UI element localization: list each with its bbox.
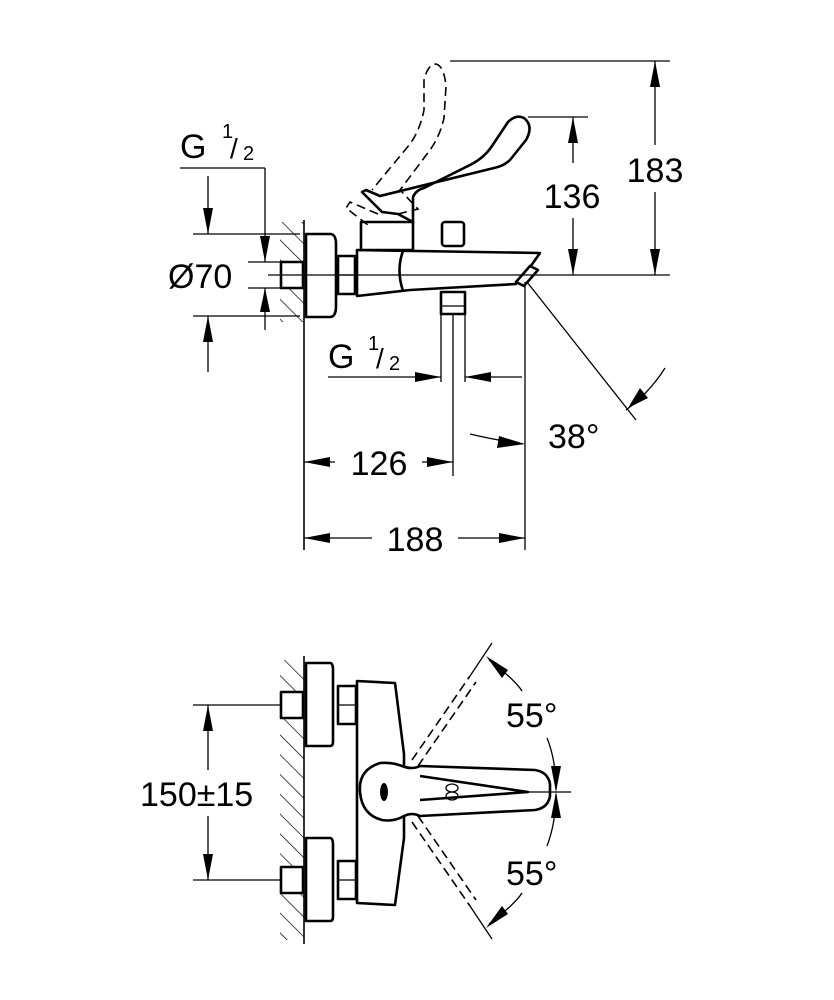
angle-label-upper-55: 55°: [506, 697, 557, 735]
angle-line-lower: [469, 905, 493, 940]
arrow-183-up: [650, 61, 660, 87]
lever-swing-upper: [411, 675, 477, 767]
arrow-183-down: [650, 249, 660, 275]
arrow-angle-lower-a: [486, 906, 508, 928]
arrow-angle-lower-b: [551, 792, 561, 818]
arrow-angle-38-inner: [497, 436, 525, 448]
angle-label-lower-55: 55°: [506, 855, 557, 893]
dim-label-tolerance: ±15: [197, 776, 253, 814]
arrow-thread-bottom-right: [415, 372, 441, 382]
spout-angle-line: [526, 281, 637, 421]
arrow-angle-upper-b: [551, 766, 561, 792]
thread-label-bottom-slash: /: [376, 343, 384, 374]
pipe-connector-upper: [279, 690, 305, 720]
thread-label-bottom-denominator: 2: [389, 353, 400, 375]
angle-label-38: 38°: [548, 418, 599, 456]
dim-label-150: 150: [140, 776, 197, 814]
arrow-126-right: [427, 457, 453, 467]
dim-label-150-tolerance: 150±15: [140, 776, 253, 814]
arrow-angle-38-outer: [628, 388, 648, 408]
thread-label-top-letter: G: [180, 128, 206, 166]
dim-label-diameter: Ø70: [168, 258, 232, 296]
thread-label-top-numerator: 1: [222, 121, 233, 143]
arrow-126-left: [304, 457, 330, 467]
dim-label-136: 136: [544, 178, 601, 216]
arrow-150-up: [203, 705, 213, 731]
spout-aerator: [514, 264, 540, 288]
side-view: 136 183 G 1 / 2 Ø70 G 1 / 2: [168, 60, 684, 559]
lever-base: [359, 220, 415, 252]
arrow-thread-bottom-left: [465, 372, 491, 382]
dim-label-126: 126: [351, 445, 408, 483]
thread-label-top-slash: /: [230, 133, 238, 164]
arrow-136-up: [568, 117, 578, 143]
angle-line-upper: [469, 642, 493, 677]
escutcheon-lower: [304, 836, 335, 923]
lever-handle: [360, 115, 531, 224]
lever-marker: [380, 783, 388, 801]
arrow-dia-up: [203, 316, 213, 342]
arrow-dia-down: [203, 208, 213, 234]
dim-label-183: 183: [627, 152, 684, 190]
arrow-188-left: [304, 533, 330, 543]
arrow-150-down: [203, 854, 213, 880]
mixer-body: [355, 248, 542, 298]
arrow-136-down: [568, 249, 578, 275]
arrow-thread-top: [260, 236, 270, 262]
arrow-188-right: [499, 533, 525, 543]
spout-face: [398, 250, 405, 292]
thread-label-bottom-letter: G: [328, 338, 354, 376]
arrow-angle-upper-a: [486, 656, 508, 678]
lever-pivot-lower: [445, 791, 459, 801]
thread-label-top-denominator: 2: [243, 143, 254, 165]
dim-label-188: 188: [387, 521, 444, 559]
diverter-knob: [440, 220, 466, 248]
top-view: 55° 55° 150±15: [140, 642, 571, 944]
lever-raised-outline: [344, 63, 447, 226]
lever-swing-lower: [411, 815, 477, 907]
escutcheon-upper: [304, 661, 335, 748]
outlet-fitting: [439, 290, 467, 316]
pipe-connector-lower: [279, 865, 305, 895]
thread-label-bottom-numerator: 1: [368, 333, 379, 355]
